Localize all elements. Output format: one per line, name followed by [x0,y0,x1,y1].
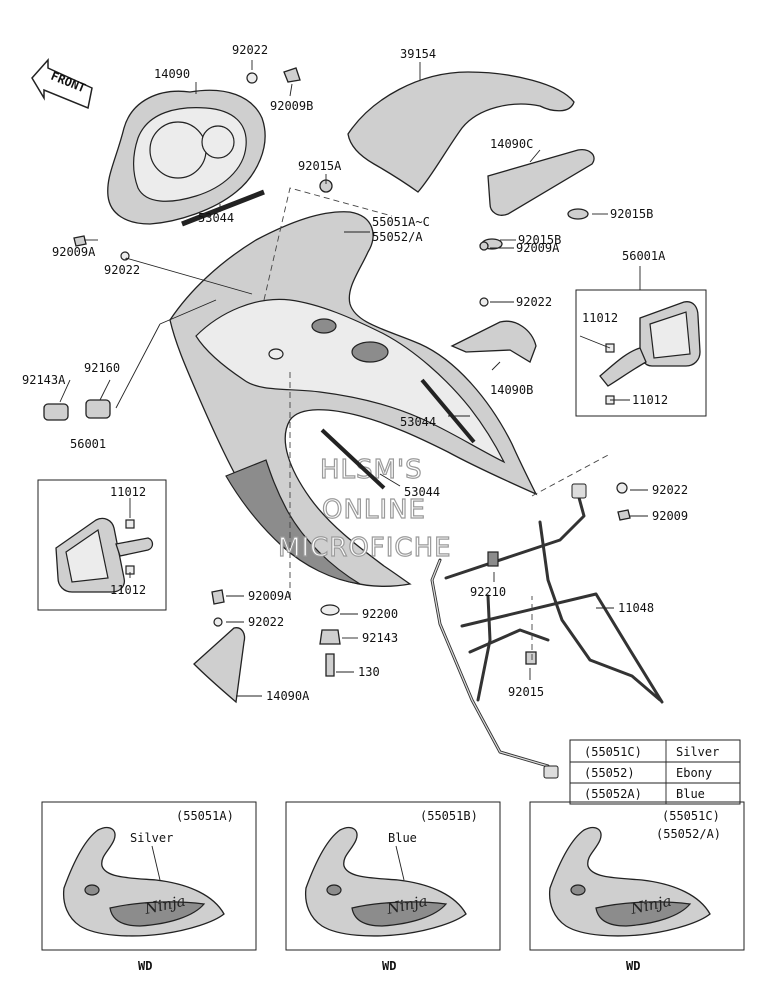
watermark-line-1: HLSM'S [320,455,423,485]
variant-panel-2: (55051B) Blue Ninja WD [285,801,501,973]
variant-3-code-1: (55051C) [662,809,720,823]
callout-92022-b: 92022 [516,295,552,309]
color-table: (55051C) Silver (55052) Ebony (55052A) B… [569,739,741,805]
trim-strip-low [320,428,386,490]
callout-92143a: 92143A [22,373,66,387]
variant-1-color: Silver [130,831,173,845]
callout-56001: 56001 [70,437,106,451]
callout-39154: 39154 [400,47,436,61]
variant-2-color: Blue [388,831,417,845]
callout-labels: 14090 92022 92009B 39154 92015A 14090C 9… [22,43,688,703]
cowl-stay-frame [430,483,664,779]
callout-11012-b: 11012 [632,393,668,407]
front-arrow-icon: FRONT [31,58,93,110]
variant-1-region: WD [138,959,152,973]
callout-11012-d: 11012 [110,583,146,597]
callout-55052a: 55052/A [372,230,423,244]
mirror-left-part [55,517,154,593]
callout-92015b-b: 92015B [518,233,561,247]
callout-92009a-a: 92009A [516,241,560,255]
color-table-color-0: Silver [676,745,719,759]
callout-92143: 92143 [362,631,398,645]
color-table-color-2: Blue [676,787,705,801]
variant-3-region: WD [626,959,640,973]
callout-92200: 92200 [362,607,398,621]
watermark: HLSM'S ONLINE MICROFICHE [277,454,452,563]
callout-53044-b: 53044 [400,415,436,429]
color-table-code-0: (55051C) [584,745,642,759]
variant-3-code-2: (55052/A) [656,827,721,841]
callout-53044-a: 53044 [198,211,234,225]
variant-2-region: WD [382,959,396,973]
callout-55051ac: 55051A~C [372,215,430,229]
callout-92160: 92160 [84,361,120,375]
callout-92009a-b: 92009A [52,245,96,259]
inner-bracket-b-part [450,320,537,363]
callout-11048: 11048 [618,601,654,615]
inner-bracket-a-part [193,627,246,704]
color-table-color-1: Ebony [676,766,712,780]
color-table-code-2: (55052A) [584,787,642,801]
callout-92015a: 92015A [298,159,342,173]
variant-1-code: (55051A) [176,809,234,823]
callout-92015b-a: 92015B [610,207,653,221]
hardware [43,67,631,677]
callout-92210: 92210 [470,585,506,599]
inner-bracket-c-part [487,149,595,216]
callout-92022-a: 92022 [232,43,268,57]
callout-14090: 14090 [154,67,190,81]
callout-130: 130 [358,665,380,679]
callout-53044-c: 53044 [404,485,440,499]
variant-panel-1: (55051A) Silver Ninja WD [41,801,257,973]
callout-92022-e: 92022 [652,483,688,497]
callout-92022-f: 92022 [248,615,284,629]
callout-14090c: 14090C [490,137,533,151]
callout-92022-c: 92022 [104,263,140,277]
callout-92009: 92009 [652,509,688,523]
windshield-part [347,71,575,193]
trim-strip-mid [420,378,476,444]
mirror-left-box [37,479,167,611]
watermark-line-2: ONLINE [322,495,426,525]
watermark-line-3: MICROFICHE [278,533,452,563]
callout-92009a-c: 92009A [248,589,292,603]
color-table-code-1: (55052) [584,766,635,780]
callout-14090b: 14090B [490,383,533,397]
upper-cowl-part [169,211,538,587]
trim-strip-upper [181,189,265,227]
callout-56001a: 56001A [622,249,666,263]
mirror-right-box [575,289,707,417]
variant-2-code: (55051B) [420,809,478,823]
meter-cover-part [107,89,266,225]
leader-lines [59,60,648,697]
callout-92009b: 92009B [270,99,313,113]
callout-14090a: 14090A [266,689,310,703]
callout-11012-a: 11012 [582,311,618,325]
callout-11012-c: 11012 [110,485,146,499]
variant-panel-3: (55051C) (55052/A) Ninja WD [529,801,745,973]
callout-92015: 92015 [508,685,544,699]
